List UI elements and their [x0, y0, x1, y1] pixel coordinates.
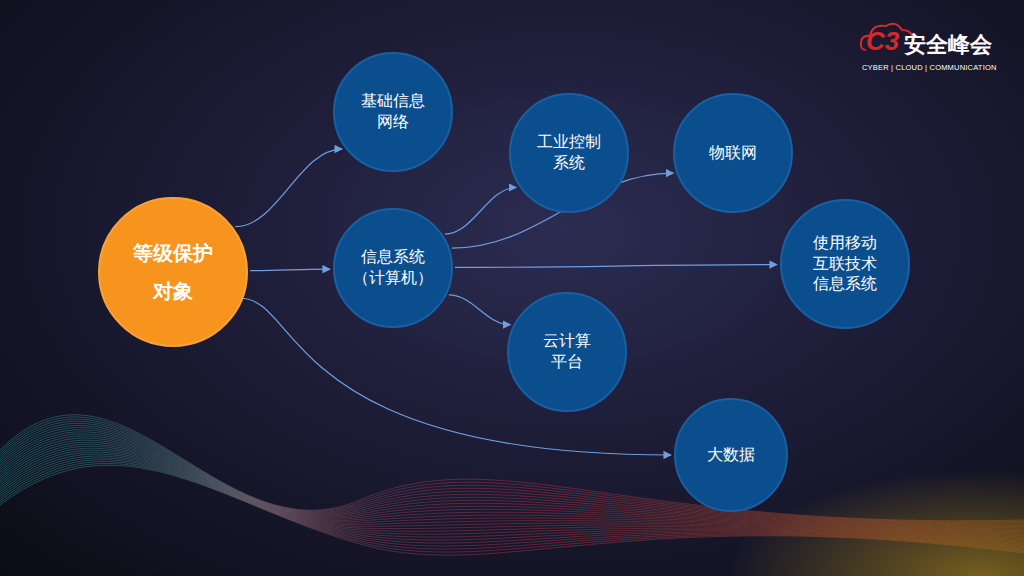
connector-arrow: [235, 149, 342, 227]
node-label: 等级保护 对象: [133, 234, 213, 310]
node-label: 物联网: [709, 143, 757, 164]
connector-arrow: [449, 295, 510, 325]
logo-subtitle: CYBER | CLOUD | COMMUNICATION: [862, 63, 997, 72]
object-circle: 云计算 平台: [507, 292, 627, 412]
connector-arrow: [250, 269, 330, 270]
node-label: 云计算 平台: [543, 331, 591, 373]
connector-arrow: [455, 265, 777, 268]
object-circle: 物联网: [673, 93, 793, 213]
root-circle: 等级保护 对象: [98, 197, 248, 347]
object-circle: 使用移动 互联技术 信息系统: [780, 199, 910, 329]
object-circle: 工业控制 系统: [509, 93, 629, 213]
node-label: 基础信息 网络: [361, 91, 425, 133]
node-label: 大数据: [707, 445, 755, 466]
node-label: 工业控制 系统: [537, 132, 601, 174]
logo-mark: C3: [866, 26, 899, 57]
object-circle: 大数据: [674, 398, 788, 512]
object-circle: 基础信息 网络: [333, 52, 453, 172]
logo-title: 安全峰会: [904, 30, 992, 60]
node-label: 信息系统 （计算机）: [353, 247, 433, 289]
connector-arrow: [445, 187, 516, 234]
object-circle: 信息系统 （计算机）: [333, 208, 453, 328]
node-label: 使用移动 互联技术 信息系统: [813, 233, 877, 295]
